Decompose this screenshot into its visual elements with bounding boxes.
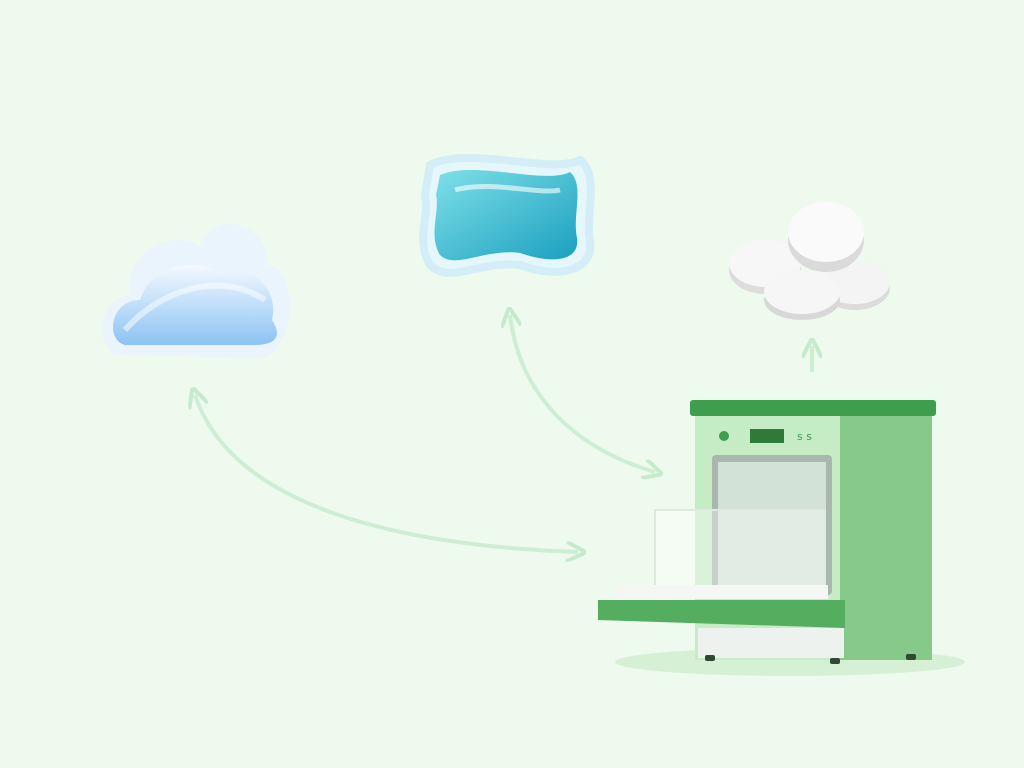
arrow-cloud-dishwasher xyxy=(195,395,578,552)
arrow-pod-dishwasher xyxy=(510,315,655,472)
cloud-icon xyxy=(102,223,290,358)
detergent-tablets-icon xyxy=(729,202,890,320)
dishwasher-icon: s s xyxy=(598,400,965,676)
svg-text:s s: s s xyxy=(797,430,812,443)
detergent-pod-icon xyxy=(419,153,595,277)
